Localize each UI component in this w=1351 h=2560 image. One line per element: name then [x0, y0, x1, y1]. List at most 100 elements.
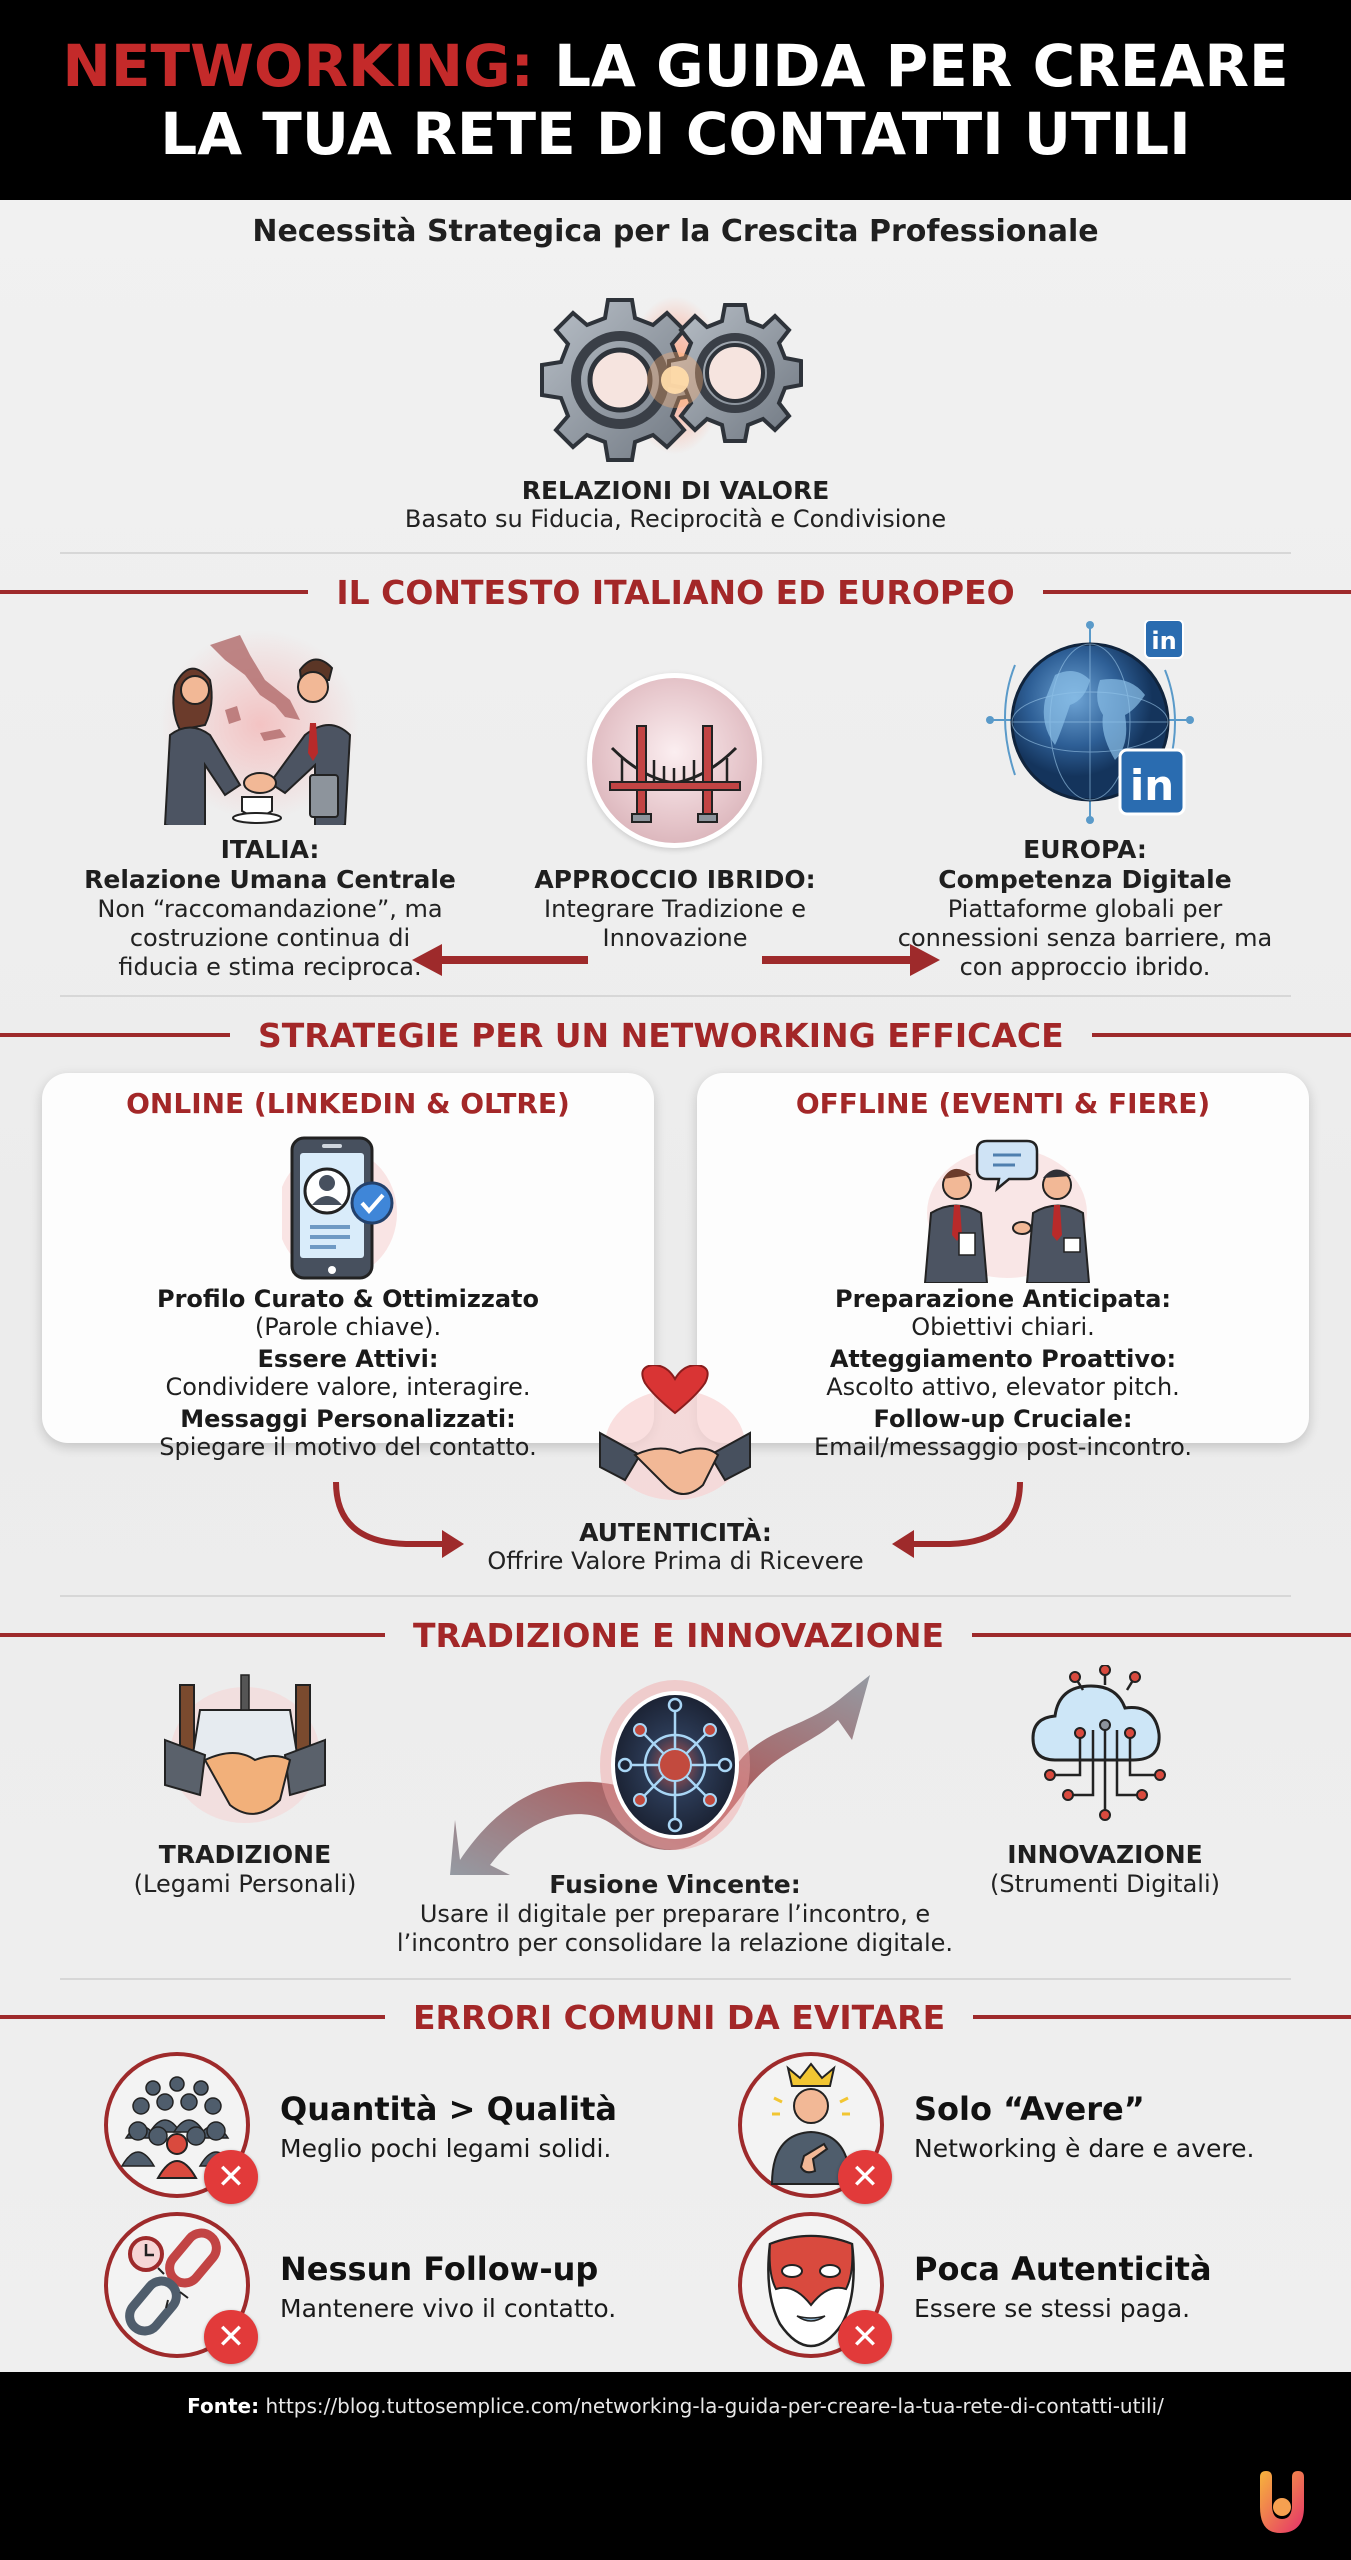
gears-icon: [540, 285, 810, 470]
error-x-icon: ✕: [204, 2150, 258, 2204]
intro-caption: RELAZIONI DI VALORE Basato su Fiducia, R…: [0, 476, 1351, 533]
europa-heading: Competenza Digitale: [938, 865, 1232, 894]
header: NETWORKING: LA GUIDA PER CREARE LA TUA R…: [0, 0, 1351, 200]
error-title: Quantità > Qualità: [280, 2090, 618, 2128]
context-europa: EUROPA: Competenza Digitale Piattaforme …: [870, 835, 1300, 982]
card-offline-title: OFFLINE (EVENTI & FIERE): [795, 1087, 1211, 1120]
brand-logo-icon: [1250, 2467, 1310, 2537]
offline-item-text: Email/messaggio post-incontro.: [813, 1433, 1193, 1461]
online-item-title: Profilo Curato & Ottimizzato: [156, 1285, 539, 1313]
main-content: Necessità Strategica per la Crescita Pro…: [0, 200, 1351, 2372]
page-title: NETWORKING: LA GUIDA PER CREARE LA TUA R…: [62, 32, 1288, 168]
section-strategies-heading: STRATEGIE PER UN NETWORKING EFFICACE: [0, 1013, 1351, 1057]
intro-text: Basato su Fiducia, Reciprocità e Condivi…: [404, 505, 947, 533]
error-item: ✕ Nessun Follow-up Mantenere vivo il con…: [104, 2212, 664, 2372]
globe-linkedin-icon: in in: [985, 619, 1195, 825]
innovation-heading: INNOVAZIONE: [1007, 1840, 1203, 1869]
card-offline-body: Preparazione Anticipata: Obiettivi chiar…: [697, 1285, 1309, 1465]
error-desc: Essere se stessi paga.: [914, 2294, 1191, 2323]
error-x-icon: ✕: [838, 2150, 892, 2204]
error-x-icon: ✕: [204, 2310, 258, 2364]
online-item-title: Messaggi Personalizzati:: [180, 1405, 516, 1433]
fusion-heading: Fusione Vincente:: [549, 1870, 801, 1899]
arrow-left-icon: [412, 944, 442, 976]
section-context-heading: IL CONTESTO ITALIANO ED EUROPEO: [0, 570, 1351, 614]
fusion-line: Usare il digitale per preparare l’incont…: [419, 1900, 931, 1928]
europa-line: connessioni senza barriere, ma: [897, 924, 1273, 952]
divider: [60, 995, 1291, 997]
italia-line: fiducia e stima reciproca.: [118, 953, 422, 981]
error-title: Solo “Avere”: [914, 2090, 1145, 2128]
error-x-icon: ✕: [838, 2310, 892, 2364]
dinner-handshake-icon: [160, 1670, 330, 1825]
offline-item-title: Atteggiamento Proattivo:: [829, 1345, 1177, 1373]
smartphone-profile-icon: [277, 1133, 412, 1283]
europa-line: Piattaforme globali per: [947, 895, 1223, 923]
card-offline: OFFLINE (EVENTI & FIERE): [697, 1073, 1309, 1461]
offline-item-title: Preparazione Anticipata:: [835, 1285, 1171, 1313]
context-italia: ITALIA: Relazione Umana Centrale Non “ra…: [60, 835, 480, 982]
italia-label: ITALIA:: [220, 835, 320, 864]
offline-item-text: Obiettivi chiari.: [911, 1313, 1095, 1341]
handshake-italy-icon: [150, 625, 370, 837]
italia-heading: Relazione Umana Centrale: [84, 865, 456, 894]
error-item: ✕ Solo “Avere” Networking è dare e avere…: [738, 2052, 1298, 2212]
source-line: Fonte: https://blog.tuttosemplice.com/ne…: [0, 2394, 1351, 2418]
europa-label: EUROPA:: [1023, 835, 1147, 864]
error-title: Nessun Follow-up: [280, 2250, 599, 2288]
tradition-right: INNOVAZIONE (Strumenti Digitali): [960, 1840, 1250, 1899]
error-desc: Meglio pochi legami solidi.: [280, 2134, 612, 2163]
tradition-sub: (Legami Personali): [133, 1870, 357, 1898]
card-online-title: ONLINE (LINKEDIN & OLTRE): [126, 1087, 570, 1120]
europa-line: con approccio ibrido.: [959, 953, 1211, 981]
arrow-left-line: [440, 956, 588, 964]
italia-line: Non “raccomandazione”, ma: [97, 895, 443, 923]
hybrid-heading: APPROCCIO IBRIDO:: [534, 865, 816, 894]
authenticity-text: Offrire Valore Prima di Ricevere: [487, 1547, 864, 1575]
source-url[interactable]: https://blog.tuttosemplice.com/networkin…: [265, 2394, 1164, 2418]
footer: Fonte: https://blog.tuttosemplice.com/ne…: [0, 2372, 1351, 2560]
divider: [60, 552, 1291, 554]
italia-line: costruzione continua di: [129, 924, 411, 952]
svg-text:in: in: [1130, 761, 1174, 810]
title-line1: LA GUIDA PER CREARE: [554, 32, 1289, 100]
intro-heading: RELAZIONI DI VALORE: [521, 476, 830, 505]
fusion-network-icon: [450, 1665, 900, 1875]
authenticity-heading: AUTENTICITÀ:: [579, 1518, 772, 1547]
divider: [60, 1595, 1291, 1597]
online-item-title: Essere Attivi:: [257, 1345, 439, 1373]
title-accent: NETWORKING:: [62, 32, 534, 100]
section-errors-heading: ERRORI COMUNI DA EVITARE: [0, 1995, 1351, 2039]
authenticity-caption: AUTENTICITÀ: Offrire Valore Prima di Ric…: [0, 1518, 1351, 1575]
cloud-network-icon: [1025, 1664, 1185, 1825]
innovation-sub: (Strumenti Digitali): [989, 1870, 1220, 1898]
fusion-line: l’incontro per consolidare la relazione …: [396, 1929, 954, 1957]
arrow-right-icon: [910, 944, 940, 976]
bridge-icon: [587, 673, 762, 848]
intro-subtitle: Necessità Strategica per la Crescita Pro…: [252, 214, 1099, 249]
divider: [60, 1978, 1291, 1980]
error-desc: Mantenere vivo il contatto.: [280, 2294, 617, 2323]
offline-item-text: Ascolto attivo, elevator pitch.: [826, 1373, 1180, 1401]
people-talking-icon: [917, 1133, 1097, 1284]
curved-arrows-icon: [333, 1481, 1023, 1558]
card-online: ONLINE (LINKEDIN & OLTRE) Profil: [42, 1073, 654, 1461]
tradition-heading: TRADIZIONE: [158, 1840, 332, 1869]
context-hybrid: APPROCCIO IBRIDO: Integrare Tradizione e…: [480, 865, 870, 953]
tradition-left: TRADIZIONE (Legami Personali): [100, 1840, 390, 1899]
card-online-body: Profilo Curato & Ottimizzato (Parole chi…: [42, 1285, 654, 1465]
offline-item-title: Follow-up Cruciale:: [873, 1405, 1133, 1433]
arrow-right-line: [762, 956, 912, 964]
heart-handshake-icon: [595, 1363, 755, 1505]
error-title: Poca Autenticità: [914, 2250, 1212, 2288]
source-label: Fonte:: [187, 2394, 260, 2418]
online-item-text: (Parole chiave).: [254, 1313, 442, 1341]
online-item-text: Condividere valore, interagire.: [165, 1373, 531, 1401]
hybrid-line: Innovazione: [602, 924, 748, 952]
svg-text:in: in: [1151, 627, 1176, 655]
hybrid-line: Integrare Tradizione e: [544, 895, 806, 923]
online-item-text: Spiegare il motivo del contatto.: [159, 1433, 537, 1461]
error-item: ✕ Quantità > Qualità Meglio pochi legami…: [104, 2052, 664, 2212]
title-line2: LA TUA RETE DI CONTATTI UTILI: [160, 100, 1191, 168]
